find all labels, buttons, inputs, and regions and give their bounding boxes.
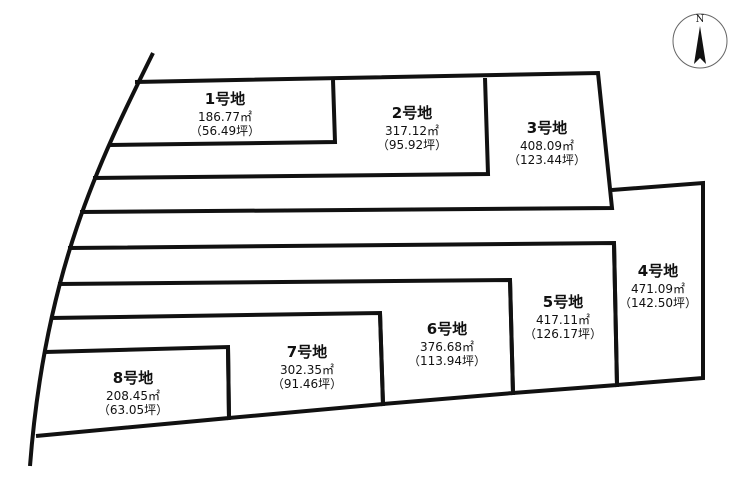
lot-2-name: 2号地	[392, 104, 432, 122]
lot-2-boundary	[92, 77, 491, 180]
lot-8-name: 8号地	[113, 369, 153, 387]
lot-4-tsubo: （142.50坪）	[619, 296, 697, 310]
lot-6-name: 6号地	[427, 320, 467, 338]
lot-2-label: 2号地 317.12㎡ （95.92坪）	[377, 104, 447, 152]
lot-8-boundary	[35, 344, 232, 438]
lot-8-label: 8号地 208.45㎡ （63.05坪）	[98, 369, 168, 417]
lot-4-name: 4号地	[638, 262, 678, 280]
lot-5-name: 5号地	[543, 293, 583, 311]
lot-6-label: 6号地 376.68㎡ （113.94坪）	[408, 320, 486, 368]
lot-4-area: 471.09㎡	[631, 282, 685, 296]
lot-2-area: 317.12㎡	[385, 124, 439, 138]
lot-1-label: 1号地 186.77㎡ （56.49坪）	[190, 90, 260, 138]
lot-8-area: 208.45㎡	[106, 389, 160, 403]
lot-3-area: 408.09㎡	[520, 139, 574, 153]
lot-7-label: 7号地 302.35㎡ （91.46坪）	[272, 343, 342, 391]
lot-1-area: 186.77㎡	[198, 110, 252, 124]
lot-5-label: 5号地 417.11㎡ （126.17坪）	[524, 293, 602, 341]
lot-1-name: 1号地	[205, 90, 245, 108]
road-boundary-line	[28, 52, 155, 467]
lot-3-tsubo: （123.44坪）	[508, 153, 586, 167]
lot-3-boundary	[79, 70, 615, 214]
lot-5-area: 417.11㎡	[536, 313, 590, 327]
lot-7-area: 302.35㎡	[280, 363, 334, 377]
lot-3-label: 3号地 408.09㎡ （123.44坪）	[508, 119, 586, 167]
lot-6-tsubo: （113.94坪）	[408, 354, 486, 368]
lot-5-tsubo: （126.17坪）	[524, 327, 602, 341]
lot-1-tsubo: （56.49坪）	[190, 124, 260, 138]
compass-needle-icon	[694, 26, 706, 64]
lot-4-label: 4号地 471.09㎡ （142.50坪）	[619, 262, 697, 310]
lot-1-boundary	[109, 79, 338, 147]
lot-6-area: 376.68㎡	[420, 340, 474, 354]
lot-7-tsubo: （91.46坪）	[272, 377, 342, 391]
lot-3-name: 3号地	[527, 119, 567, 137]
lot-7-name: 7号地	[287, 343, 327, 361]
lot-2-tsubo: （95.92坪）	[377, 138, 447, 152]
compass-north-label: N	[696, 14, 705, 25]
compass: N	[672, 13, 728, 69]
lot-8-tsubo: （63.05坪）	[98, 403, 168, 417]
